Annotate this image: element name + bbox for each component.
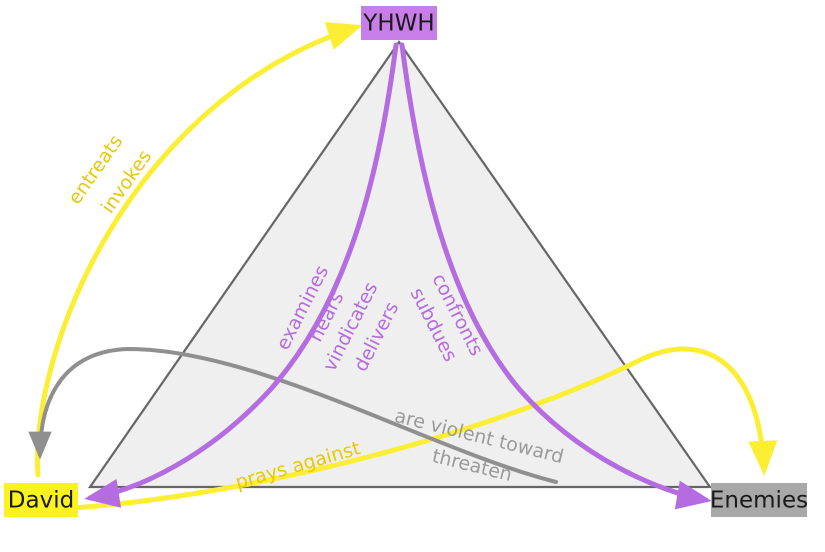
node-yhwh-box <box>361 6 437 40</box>
edge-yhwh-to-david <box>84 42 399 508</box>
node-david-box <box>4 483 78 517</box>
edge-yhwh-to-enemies <box>399 42 712 510</box>
node-david-label: David <box>8 488 74 514</box>
edge-david-to-yhwh <box>35 22 363 478</box>
edge-david-to-enemies <box>69 346 778 511</box>
node-yhwh[interactable]: YHWH <box>361 6 437 40</box>
edge-enemies-to-david <box>28 346 558 484</box>
node-david[interactable]: David <box>4 483 78 517</box>
central-triangle <box>87 40 713 489</box>
node-enemies-box <box>711 483 807 517</box>
node-enemies[interactable]: Enemies <box>710 483 808 517</box>
node-enemies-label: Enemies <box>710 488 808 514</box>
node-yhwh-label: YHWH <box>362 11 434 37</box>
